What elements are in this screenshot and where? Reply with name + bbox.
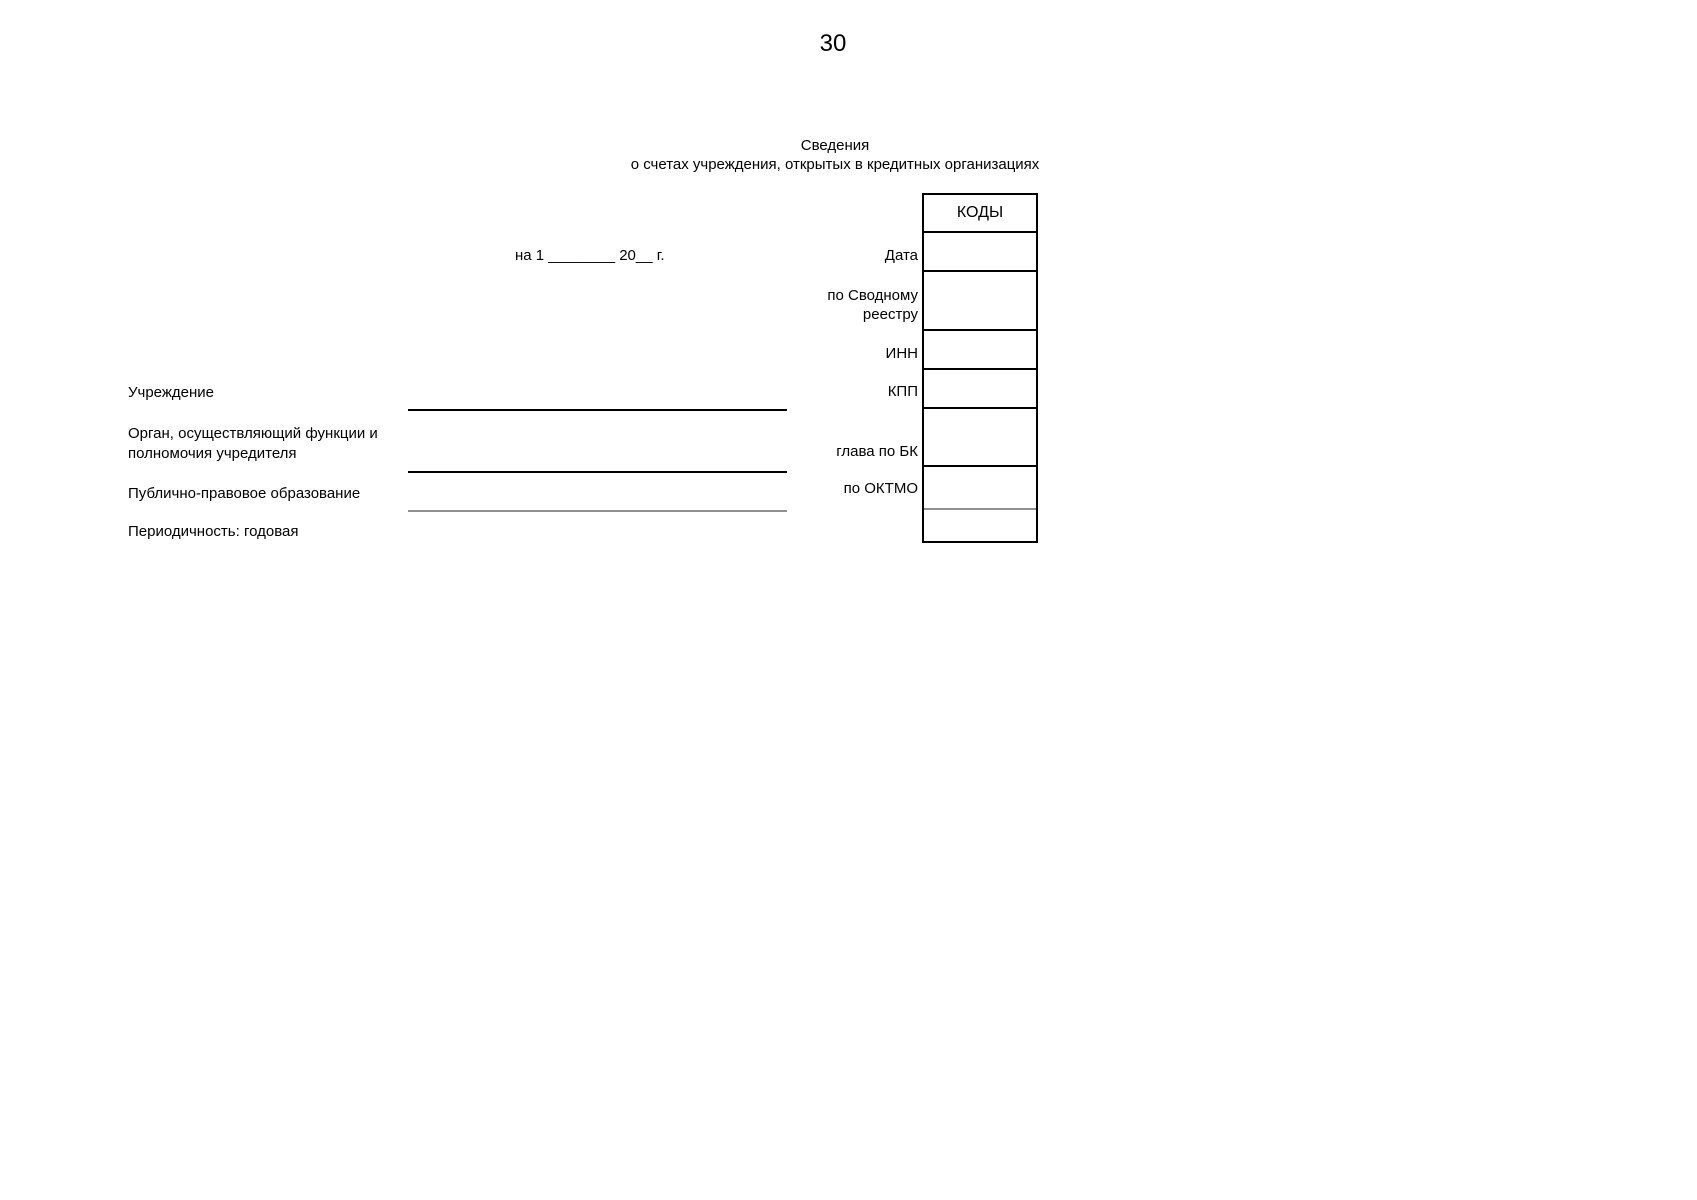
code-label-date: Дата (884, 247, 918, 264)
codes-cell-consolidated-register (924, 272, 1036, 331)
title-line-1: Сведения (800, 137, 870, 154)
codes-table-header: КОДЫ (924, 195, 1036, 233)
codes-cell-oktmo (924, 467, 1036, 510)
code-label-budget-chapter: глава по БК (836, 443, 918, 460)
document-title: Сведения о счетах учреждения, открытых в… (495, 136, 1175, 174)
label-founder-body: Орган, осуществляющий функции и полномоч… (128, 425, 378, 462)
codes-cell-inn (924, 331, 1036, 370)
label-public-legal-entity: Публично-правовое образование (128, 485, 361, 502)
code-label-kpp: КПП (887, 383, 918, 400)
report-date-line: на 1 ________ 20__ г. (515, 247, 665, 264)
codes-cell-date (924, 233, 1036, 272)
code-label-oktmo: по ОКТМО (843, 480, 918, 497)
label-periodicity: Периодичность: годовая (128, 523, 299, 540)
fill-in-line-institution (408, 409, 787, 411)
fill-in-line-founder-body (408, 471, 787, 473)
codes-table: КОДЫ (922, 193, 1038, 543)
fill-in-line-public-entity (408, 510, 787, 512)
page-number: 30 (819, 30, 847, 57)
codes-cell-empty (924, 510, 1036, 541)
codes-cell-budget-chapter (924, 409, 1036, 467)
title-line-2: о счетах учреждения, открытых в кредитны… (630, 156, 1040, 173)
code-label-consolidated-register: по Сводному реестру (827, 287, 918, 323)
codes-cell-kpp (924, 370, 1036, 409)
code-label-inn: ИНН (885, 345, 918, 362)
label-institution: Учреждение (128, 384, 214, 401)
